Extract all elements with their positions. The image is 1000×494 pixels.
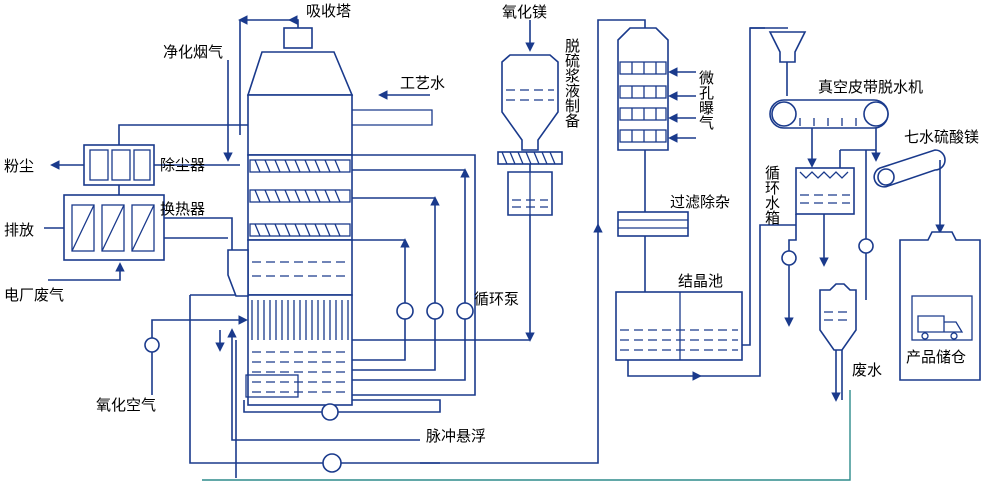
product-storage [899, 231, 981, 381]
label-clean-flue-gas: 净化烟气 [163, 43, 223, 61]
label-plant-flue-gas: 电厂废气 [4, 286, 64, 304]
label-process-water: 工艺水 [400, 74, 445, 92]
product-conveyor [873, 149, 946, 188]
label-waste-water: 废水 [852, 361, 882, 379]
label-slurry-prep: 脱硫浆液制备 [563, 38, 581, 128]
label-absorber: 吸收塔 [306, 2, 351, 20]
circulation-pumps [396, 302, 474, 320]
label-vacuum-belt: 真空皮带脱水机 [818, 78, 923, 96]
label-product-storage: 产品储仓 [906, 348, 966, 366]
absorber-tower [227, 27, 354, 406]
filter-unit [617, 211, 689, 237]
label-pulse-suspension: 脉冲悬浮 [426, 427, 486, 445]
slurry-preparation-tank [497, 54, 563, 216]
label-mgso4: 七水硫酸镁 [904, 128, 979, 146]
label-micropore-aeration: 微孔曝气 [697, 70, 715, 130]
crystallization-tank [615, 291, 743, 361]
label-circulation-pump: 循环泵 [474, 290, 519, 308]
heat-exchanger [63, 194, 165, 261]
label-crystallization-tank: 结晶池 [678, 272, 723, 290]
vacuum-belt-filter [768, 31, 889, 129]
circulation-water-tank [795, 167, 855, 215]
label-heat-exchanger: 换热器 [160, 200, 205, 218]
label-circ-water-tank: 循环水箱 [763, 165, 781, 225]
label-filter-impurity: 过滤除杂 [670, 193, 730, 211]
label-dust: 粉尘 [4, 157, 34, 175]
label-magnesium-oxide: 氧化镁 [502, 3, 547, 21]
settling-tank [819, 283, 857, 351]
label-dust-collector: 除尘器 [160, 156, 205, 174]
aeration-column [617, 27, 669, 151]
label-discharge: 排放 [4, 221, 34, 239]
label-oxidation-air: 氧化空气 [96, 396, 156, 414]
dust-collector [83, 144, 155, 186]
